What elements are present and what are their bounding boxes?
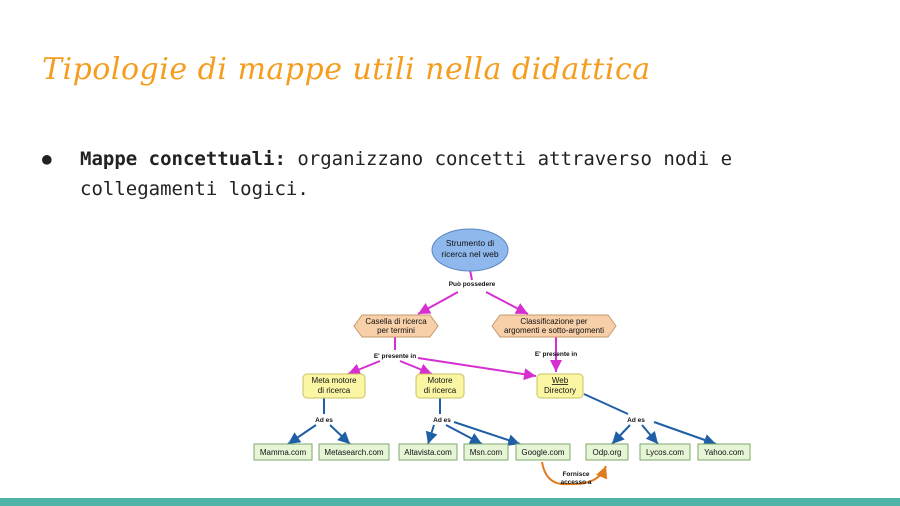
leaf-msn-label: Msn.com <box>470 448 503 457</box>
link-label-puo-possedere: Può possedere <box>449 281 496 288</box>
concept-map: Strumento di ricerca nel web Può possede… <box>250 222 762 494</box>
link-label-ades-1: Ad es <box>315 417 333 424</box>
leaf-lycos <box>639 443 691 461</box>
node-casella-line2: per termini <box>377 326 415 335</box>
bullet-dot: ● <box>42 149 52 168</box>
node-meta-line1: Meta motore <box>312 376 357 385</box>
leaf-msn <box>463 443 509 461</box>
link-label-fornisce-line2: accesso a <box>560 479 591 486</box>
node-root <box>431 228 509 272</box>
node-meta-line2: di ricerca <box>318 386 351 395</box>
connector-orange <box>541 461 608 486</box>
leaf-altavista-label: Altavista.com <box>404 448 452 457</box>
node-root-line2: ricerca nel web <box>441 249 498 259</box>
node-web-line1: Web <box>552 376 569 385</box>
connectors-magenta <box>347 269 562 381</box>
leaf-google <box>515 443 571 461</box>
node-motore <box>415 373 465 399</box>
bullet-description: organizzano concetti attraverso nodi e c… <box>80 148 733 200</box>
node-web-directory <box>536 373 584 399</box>
link-label-presente-2: E' presente in <box>535 351 577 358</box>
leaf-altavista <box>398 443 458 461</box>
leaf-lycos-label: Lycos.com <box>646 448 684 457</box>
leaf-google-label: Google.com <box>521 448 564 457</box>
node-motore-line2: di ricerca <box>424 386 457 395</box>
bullet-text: Mappe concettuali: organizzano concetti … <box>80 144 842 204</box>
leaf-odp <box>585 443 629 461</box>
leaf-mamma-label: Mamma.com <box>260 448 307 457</box>
node-casella-line1: Casella di ricerca <box>365 317 427 326</box>
leaf-metasearch-label: Metasearch.com <box>324 448 383 457</box>
node-web-line2: Directory <box>544 386 576 395</box>
node-meta-motore <box>302 373 366 399</box>
leaf-metasearch <box>318 443 390 461</box>
slide-title: Tipologie di mappe utili nella didattica <box>42 52 651 87</box>
bottom-accent-bar <box>0 498 900 506</box>
node-motore-line1: Motore <box>428 376 453 385</box>
link-label-presente-1: E' presente in <box>374 353 416 360</box>
link-label-ades-2: Ad es <box>433 417 451 424</box>
bullet-item: ● Mappe concettuali: organizzano concett… <box>42 144 842 204</box>
leaf-odp-label: Odp.org <box>593 448 622 457</box>
node-classificazione-line1: Classificazione per <box>520 317 587 326</box>
node-classificazione <box>491 314 617 338</box>
leaf-mamma <box>253 443 313 461</box>
node-classificazione-line2: argomenti e sotto-argomenti <box>504 326 604 335</box>
node-root-line1: Strumento di <box>446 238 494 248</box>
link-label-fornisce-line1: Fornisce <box>562 471 589 478</box>
link-label-ades-3: Ad es <box>627 417 645 424</box>
node-casella-ricerca <box>353 314 439 338</box>
bullet-bold-term: Mappe concettuali: <box>80 148 286 170</box>
leaf-yahoo <box>697 443 751 461</box>
connectors-blue <box>287 393 717 446</box>
leaf-yahoo-label: Yahoo.com <box>704 448 744 457</box>
